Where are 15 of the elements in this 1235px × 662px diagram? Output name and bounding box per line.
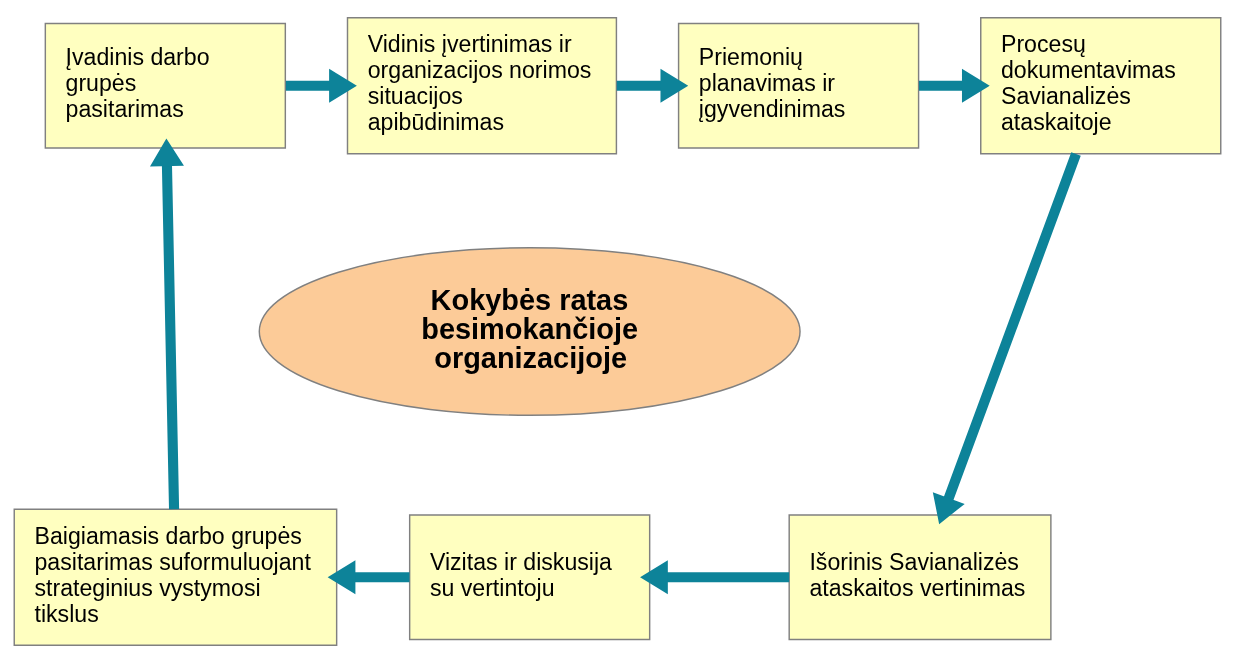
node-box: Procesų dokumentavimas Savianalizės ataskaitoje bbox=[980, 16, 1222, 154]
arrow bbox=[285, 68, 357, 103]
node-box: Išorinis Savianalizės ataskaitos vertinimas bbox=[788, 513, 1052, 640]
arrow bbox=[616, 68, 689, 103]
arrow bbox=[640, 559, 790, 594]
arrow bbox=[327, 559, 410, 594]
node-ellipse: Kokybės ratas besimokančioje organizacijoje bbox=[258, 246, 801, 416]
node-box: Vizitas ir diskusija su vertintoju bbox=[408, 513, 651, 640]
node-box: Įvadinis darbo grupės pasitarimas bbox=[44, 22, 287, 149]
node-box: Priemonių planavimas ir įgyvendinimas bbox=[677, 22, 920, 149]
arrow bbox=[919, 68, 990, 103]
arrow bbox=[149, 137, 184, 509]
node-box: Baigiamasis darbo grupės pasitarimas suformuluojant strateginius vystymosi tikslus bbox=[13, 508, 338, 646]
arrow bbox=[932, 151, 1081, 524]
node-box: Vidinis įvertinimas ir organizacijos norimos situacijos apibūdinimas bbox=[346, 16, 618, 154]
